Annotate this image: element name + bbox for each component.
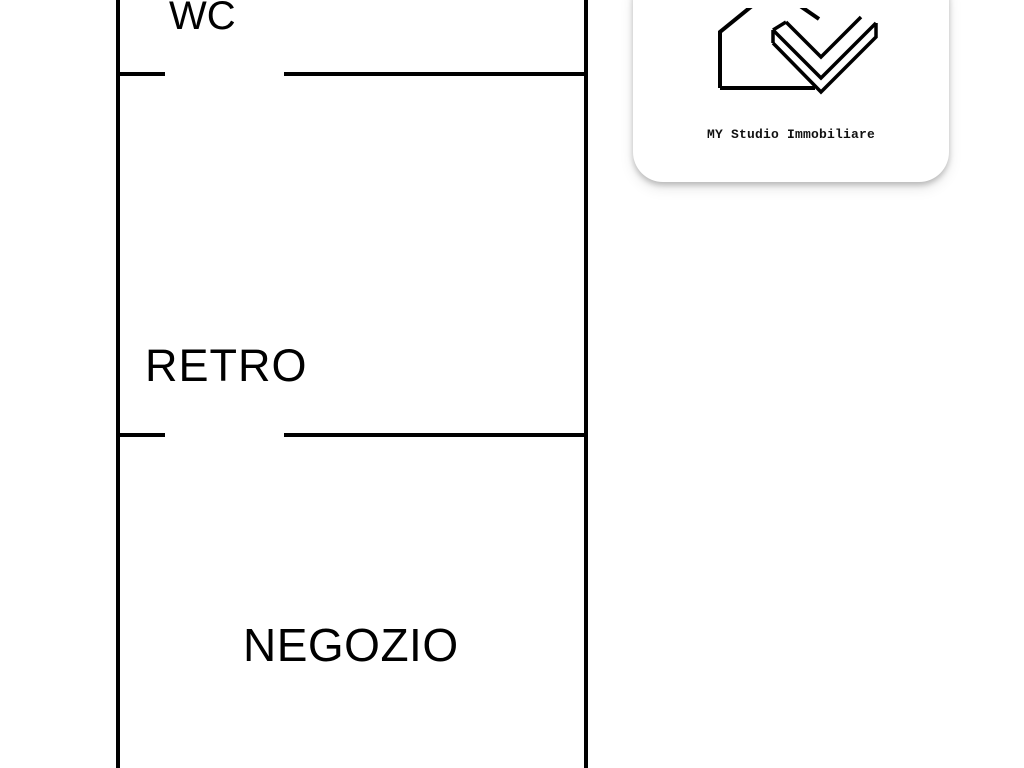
room-label-retro: RETRO [145, 340, 308, 391]
house-check-icon [718, 8, 878, 95]
logo-text: MY Studio Immobiliare [706, 127, 876, 142]
room-label-negozio: NEGOZIO [243, 619, 459, 671]
logo-card: MY Studio Immobiliare [633, 0, 949, 182]
room-label-wc: WC [169, 0, 236, 38]
